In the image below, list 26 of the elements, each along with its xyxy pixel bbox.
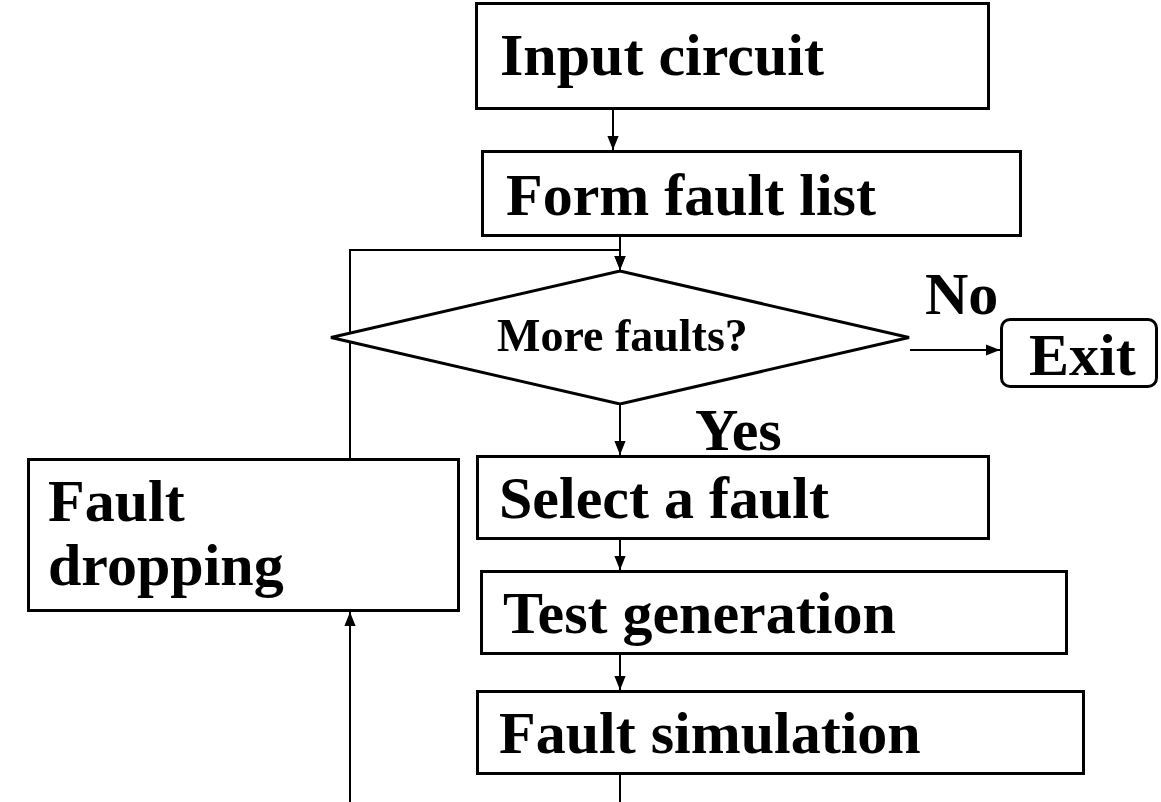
node-text: Fault simulation [499, 701, 921, 765]
node-text: Select a fault [499, 466, 829, 530]
arrow [614, 404, 626, 456]
edge-label: Yes [695, 398, 782, 462]
arrow [607, 109, 619, 151]
node-text: Form fault list [506, 163, 876, 227]
node-text: Test generation [503, 581, 896, 645]
arrow [614, 654, 626, 691]
decision-diamond [330, 270, 910, 405]
terminal-box [1000, 318, 1158, 388]
node-text: Fault dropping [48, 469, 285, 597]
node-text: Exit [1029, 323, 1136, 387]
arrow [614, 539, 626, 571]
process-box [480, 570, 1068, 655]
process-box [476, 690, 1085, 775]
connector-line [619, 774, 621, 802]
arrow [349, 249, 626, 459]
process-box [476, 455, 990, 540]
node-text: Input circuit [500, 23, 824, 87]
process-box [475, 2, 990, 110]
process-box [27, 458, 460, 612]
arrow [344, 611, 356, 802]
process-box [481, 150, 1022, 237]
node-text: More faults? [497, 310, 748, 362]
arrow [909, 344, 1001, 356]
edge-label: No [925, 262, 999, 326]
